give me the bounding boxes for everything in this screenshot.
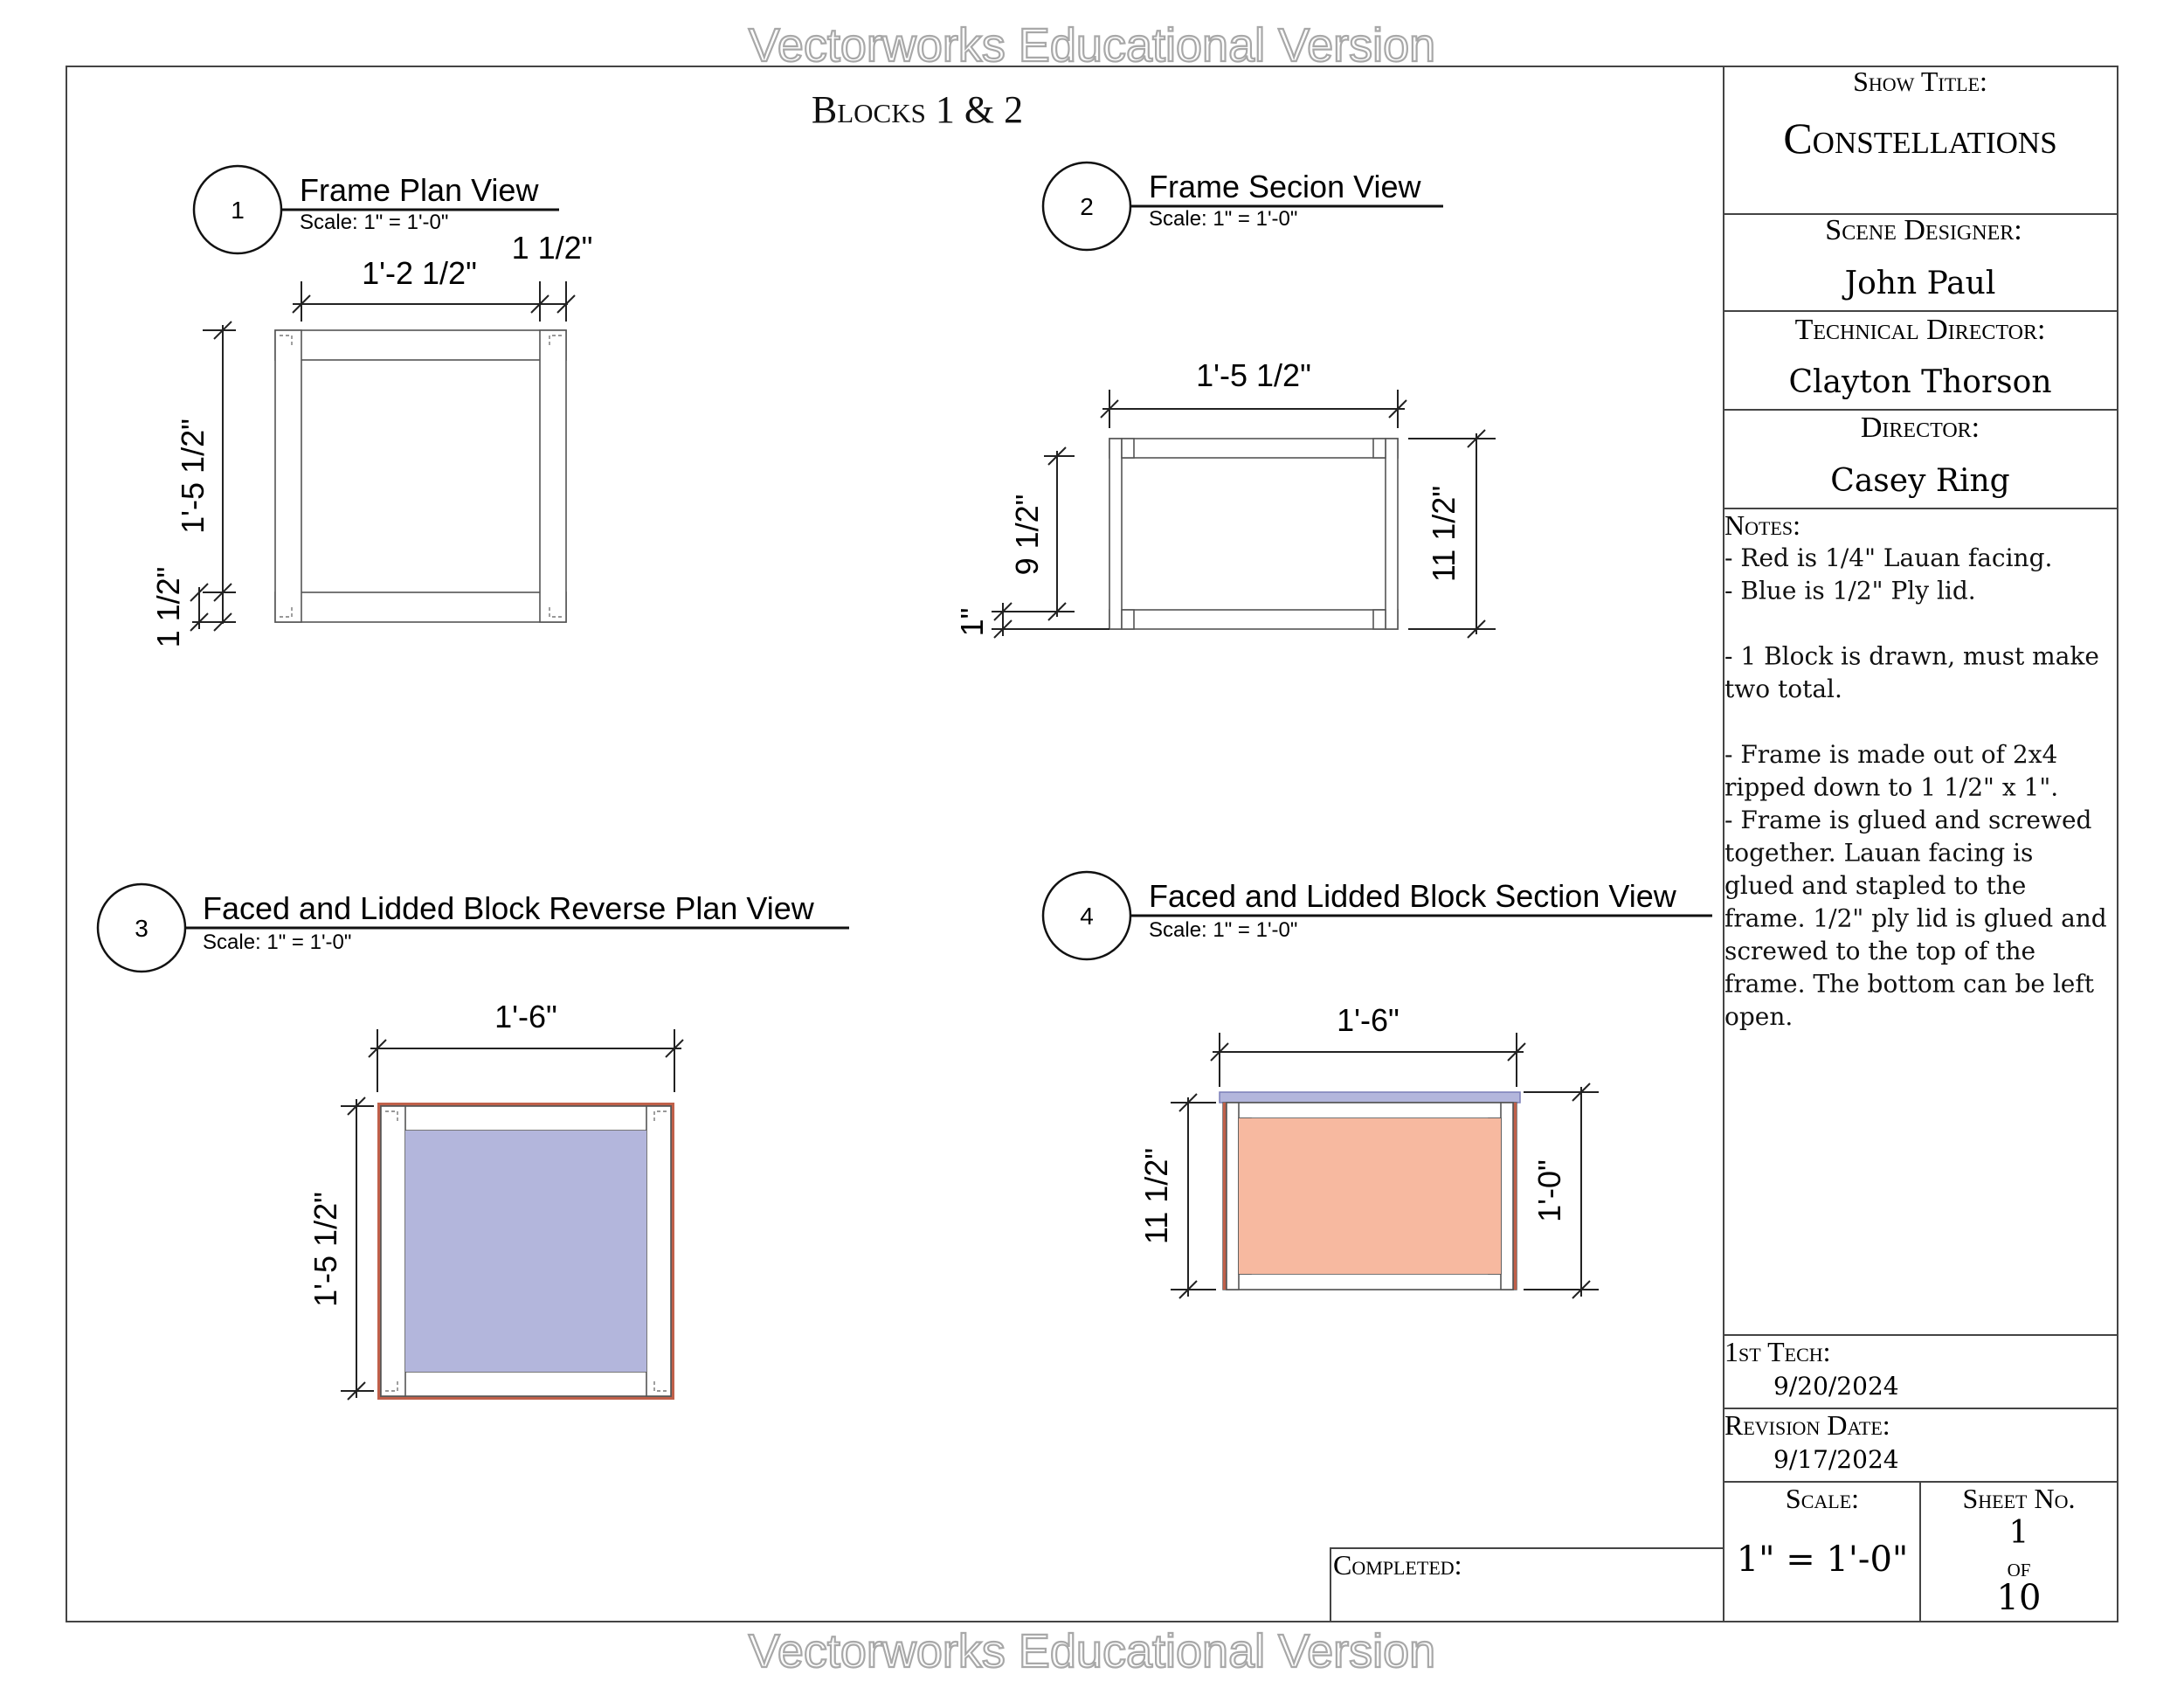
notes-line: frame. 1/2" ply lid is glued and (1724, 904, 2107, 933)
view-1-title: Frame Plan View (300, 172, 539, 208)
notes-line: - Red is 1/4" Lauan facing. (1724, 543, 2052, 572)
lauan-edge-left (1223, 1103, 1227, 1290)
scale-label: Scale: (1786, 1483, 1859, 1514)
first-tech-date: 9/20/2024 (1773, 1372, 1899, 1401)
notes-line: - Frame is made out of 2x4 (1724, 740, 2057, 769)
view-1-number: 1 (231, 197, 245, 224)
technical-director-label: Technical Director: (1795, 314, 2046, 346)
view-4-scale: Scale: 1" = 1'-0" (1149, 918, 1297, 942)
revision-date: 9/17/2024 (1773, 1445, 1899, 1474)
ply-lid-section (1219, 1091, 1521, 1103)
notes-label: Notes: (1724, 509, 1800, 541)
view-4-number: 4 (1080, 903, 1094, 930)
view-3-dimensions: 1'-6" 1'-5 1/2" (308, 999, 684, 1401)
v1-member-top-dim: 1 1/2" (512, 230, 593, 266)
view-4-dimensions: 1'-6" 11 1/2" 1'-0" (1138, 1002, 1599, 1299)
view-1-dimensions: 1'-2 1/2" 1 1/2" 1'-5 1/2" 1 1/2" (150, 230, 592, 647)
title-block: Show Title: Constellations Scene Designe… (1723, 66, 2118, 1622)
v1-height-dim: 1'-5 1/2" (175, 419, 211, 534)
v1-width-dim: 1'-2 1/2" (362, 255, 477, 291)
notes-line: glued and stapled to the (1724, 871, 2026, 900)
notes-line: together. Lauan facing is (1724, 839, 2033, 868)
sheet-number: 1 (2009, 1515, 2029, 1551)
view-2-label: 2 Frame Secion View Scale: 1" = 1'-0" (1041, 161, 1443, 252)
view-3-title: Faced and Lidded Block Reverse Plan View (203, 890, 815, 926)
v2-width-dim: 1'-5 1/2" (1196, 357, 1311, 393)
v4-width-dim: 1'-6" (1337, 1002, 1400, 1038)
notes-line: open. (1724, 1002, 1793, 1031)
notes-line: two total. (1724, 675, 1842, 703)
lauan-edge-right (1513, 1103, 1517, 1290)
first-tech-label: 1st Tech: (1724, 1336, 1831, 1367)
view-1-label: 1 Frame Plan View Scale: 1" = 1'-0" (192, 164, 559, 255)
view-3-label: 3 Faced and Lidded Block Reverse Plan Vi… (96, 882, 849, 973)
v2-inner-height-dim: 9 1/2" (1009, 495, 1045, 576)
scene-designer-label: Scene Designer: (1825, 214, 2022, 246)
view-4-block-section (1219, 1091, 1521, 1290)
notes-text: - Red is 1/4" Lauan facing. - Blue is 1/2… (1724, 543, 2107, 1031)
v1-member-side-dim: 1 1/2" (150, 567, 186, 648)
v2-outer-height-dim: 11 1/2" (1426, 486, 1462, 582)
lauan-facing-section (1239, 1118, 1501, 1274)
view-3-block-reverse-plan (377, 1103, 674, 1400)
view-2-frame-section (1109, 438, 1399, 630)
director: Casey Ring (1830, 463, 2009, 499)
view-2-number: 2 (1080, 193, 1094, 220)
sheet-total: 10 (1997, 1578, 2042, 1618)
sheet-of: of (2008, 1553, 2031, 1582)
completed-box: Completed: (1330, 1547, 1724, 1622)
scene-designer: John Paul (1842, 266, 1996, 301)
notes-line: - Frame is glued and screwed (1724, 806, 2092, 834)
v4-left-height-dim: 11 1/2" (1138, 1148, 1174, 1244)
watermark-top: Vectorworks Educational Version (749, 19, 1435, 72)
view-1-frame-plan (274, 329, 567, 623)
technical-director: Clayton Thorson (1788, 364, 2051, 400)
show-title: Constellations (1783, 114, 2056, 163)
view-4-title: Faced and Lidded Block Section View (1149, 878, 1677, 914)
view-1-scale: Scale: 1" = 1'-0" (300, 211, 448, 234)
show-title-label: Show Title: (1853, 66, 1987, 97)
notes-line: - Blue is 1/2" Ply lid. (1724, 577, 1976, 605)
notes-line: frame. The bottom can be left (1724, 970, 2095, 999)
completed-label: Completed: (1333, 1549, 1462, 1581)
view-4-label: 4 Faced and Lidded Block Section View Sc… (1041, 870, 1712, 961)
view-2-scale: Scale: 1" = 1'-0" (1149, 207, 1297, 231)
director-label: Director: (1861, 412, 1980, 444)
v2-member-dim: 1" (954, 608, 990, 637)
v3-height-dim: 1'-5 1/2" (308, 1192, 343, 1307)
notes-line: screwed to the top of the (1724, 937, 2035, 965)
view-2-title: Frame Secion View (1149, 169, 1421, 204)
scale-value: 1" = 1'-0" (1737, 1539, 1909, 1580)
watermark-bottom: Vectorworks Educational Version (749, 1625, 1435, 1678)
view-3-number: 3 (135, 915, 149, 942)
notes-line: ripped down to 1 1/2" x 1". (1724, 773, 2058, 802)
revision-date-label: Revision Date: (1724, 1409, 1890, 1441)
sheet-title: Blocks 1 & 2 (812, 88, 1023, 131)
ply-lid-underside (405, 1131, 646, 1372)
v3-width-dim: 1'-6" (494, 999, 557, 1034)
notes-line: - 1 Block is drawn, must make (1724, 642, 2099, 671)
sheet-number-label: Sheet No. (1963, 1483, 2076, 1514)
v4-right-height-dim: 1'-0" (1531, 1159, 1567, 1222)
view-2-dimensions: 1'-5 1/2" 9 1/2" 1" 11 1/2" (954, 357, 1496, 639)
view-3-scale: Scale: 1" = 1'-0" (203, 930, 351, 954)
